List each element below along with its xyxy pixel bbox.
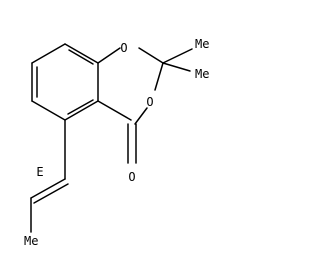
bond-ring-1 xyxy=(31,43,66,64)
chemical-structure-diagram: O O O Me Me E Me xyxy=(24,37,209,248)
bond-ring-6 xyxy=(64,43,99,64)
bond-c2-methyl-top xyxy=(162,48,193,64)
atom-label-methyl-right: Me xyxy=(195,67,209,81)
bond-o3-c4 xyxy=(134,107,148,125)
bond-chain-double-1 xyxy=(30,178,66,199)
bond-c2-methyl-right xyxy=(162,62,191,72)
bond-c4-c4a xyxy=(97,100,132,121)
atom-label-o-carbonyl: O xyxy=(128,170,135,184)
dioxinone-ring xyxy=(97,47,164,125)
bond-c2-o3 xyxy=(154,62,164,91)
atom-label-methyl-chain: Me xyxy=(24,234,38,248)
bond-ring-double-3 xyxy=(68,49,94,65)
bond-ring-4 xyxy=(64,100,99,121)
bond-o1-c2 xyxy=(138,47,164,64)
atom-label-stereo-e: E xyxy=(36,165,43,179)
atom-label-o-ring-bottom: O xyxy=(146,95,153,109)
structure-canvas: O O O Me Me E Me xyxy=(24,37,209,248)
bond-ring-double-2 xyxy=(67,99,94,115)
atom-label-o-ring-top: O xyxy=(120,41,127,55)
bond-c8a-o1 xyxy=(97,47,121,64)
atom-label-methyl-top: Me xyxy=(195,37,209,51)
benzene-ring xyxy=(31,43,99,121)
bond-ring-3 xyxy=(31,100,66,121)
bond-chain-double-2 xyxy=(33,183,69,204)
